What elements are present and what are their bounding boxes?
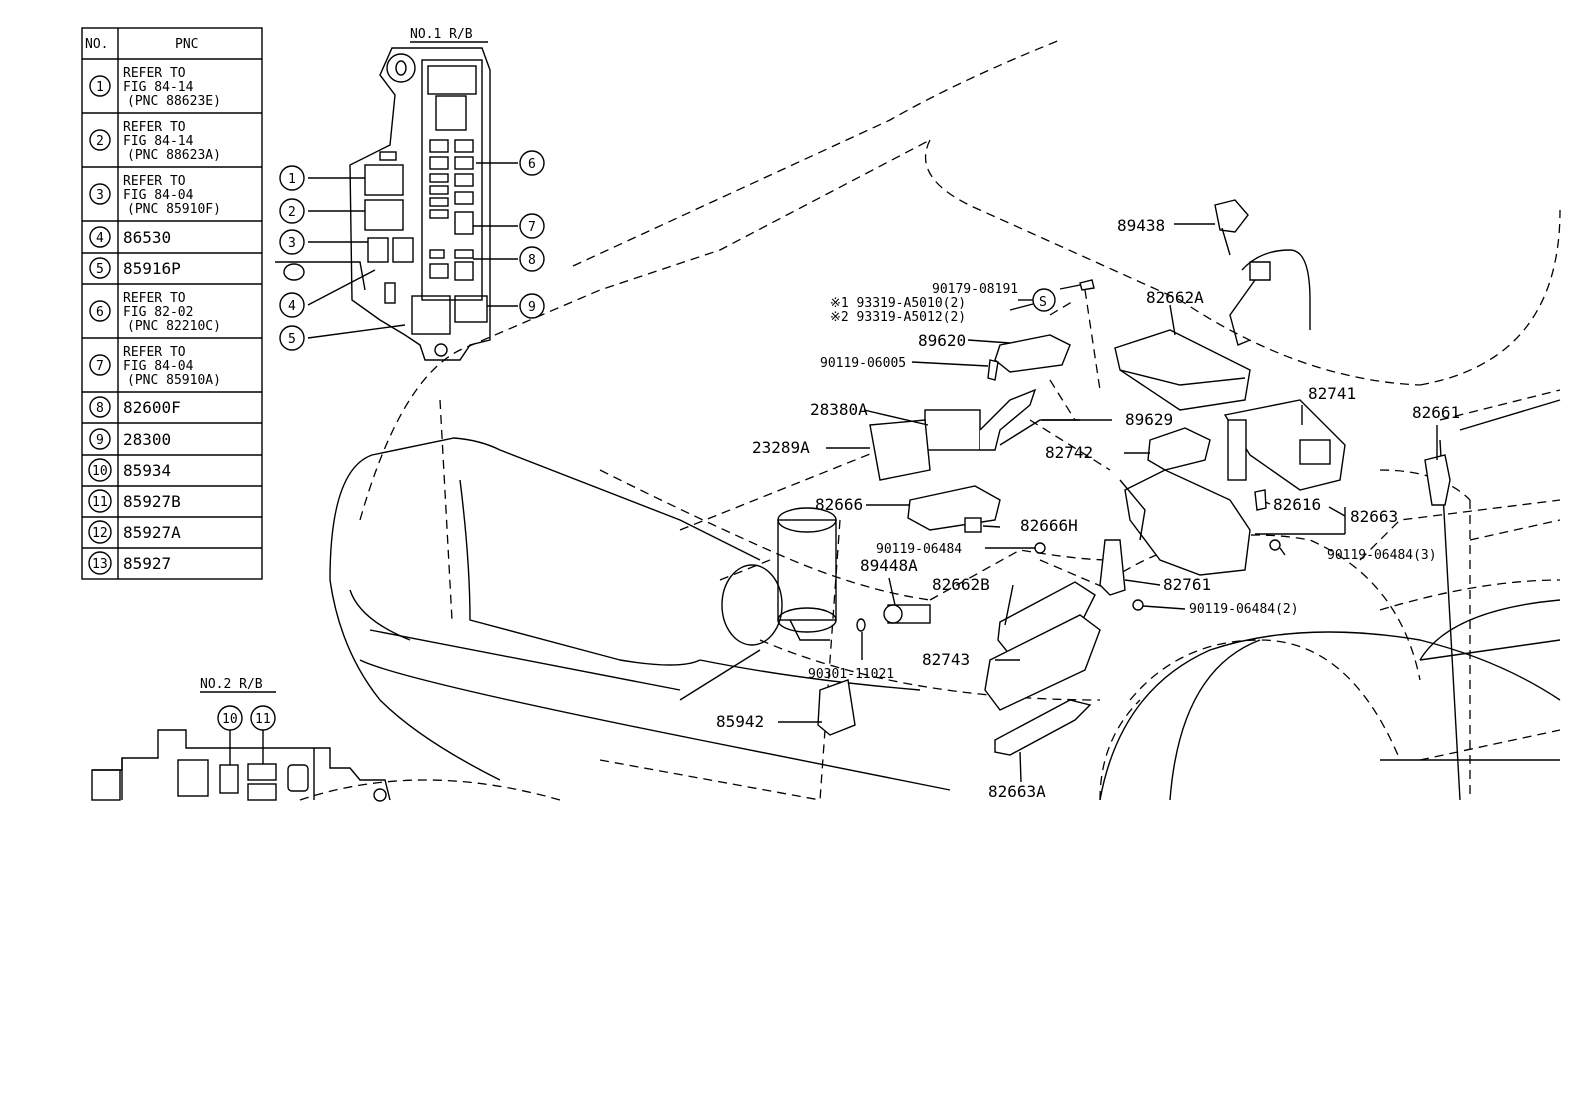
- table-cell: REFER TO: [123, 66, 186, 81]
- callout-label: 9: [528, 300, 536, 315]
- part-label-82616: 82616: [1273, 495, 1321, 514]
- table-cell: 85927A: [123, 523, 181, 542]
- table-cell: FIG 84-14: [123, 134, 194, 149]
- table-row-no: 11: [92, 495, 108, 510]
- table-row-pnc: REFER TO FIG 84-14 (PNC 88623E) REFER TO…: [123, 66, 221, 573]
- parts-shapes: S: [817, 199, 1451, 756]
- table-cell: 86530: [123, 228, 171, 247]
- s-symbol-label: S: [1039, 295, 1047, 310]
- callout-label: 4: [288, 299, 296, 314]
- table-row-no: 12: [92, 526, 108, 541]
- part-label-28380a: 28380A: [810, 400, 868, 419]
- table-cell: (PNC 85910A): [127, 373, 221, 388]
- callout-label: 8: [528, 253, 536, 268]
- table-cell: REFER TO: [123, 345, 186, 360]
- part-label-82742: 82742: [1045, 443, 1093, 462]
- callout-label: 7: [528, 220, 536, 235]
- callout-label: 1: [288, 172, 296, 187]
- part-label-82761: 82761: [1163, 575, 1211, 594]
- table-cell: 85927B: [123, 492, 181, 511]
- table-cell: 28300: [123, 430, 171, 449]
- table-row-no: 6: [96, 305, 104, 320]
- table-cell: FIG 84-04: [123, 188, 194, 203]
- table-cell: FIG 84-04: [123, 359, 194, 374]
- table-cell: 82600F: [123, 398, 181, 417]
- table-row-no: 3: [96, 188, 104, 203]
- relay-block-2: NO.2 R/B 10 11: [91, 677, 391, 802]
- part-label-89438: 89438: [1117, 216, 1165, 235]
- callout-label: 5: [288, 332, 296, 347]
- table-row-no: 13: [92, 557, 108, 572]
- callout-label: 6: [528, 157, 536, 172]
- part-label-82741: 82741: [1308, 384, 1356, 403]
- table-cell: FIG 84-14: [123, 80, 194, 95]
- part-label-93319-a5012: ※2 93319-A5012(2): [830, 310, 966, 325]
- callout-label: 10: [222, 712, 238, 727]
- part-label-89448a: 89448A: [860, 556, 918, 575]
- part-label-89629: 89629: [1125, 410, 1173, 429]
- table-cell: REFER TO: [123, 174, 186, 189]
- part-label-82663: 82663: [1350, 507, 1398, 526]
- table-header-no: NO.: [85, 37, 108, 52]
- part-label-23289a: 23289A: [752, 438, 810, 457]
- table-row-no: 10: [92, 464, 108, 479]
- table-cell: REFER TO: [123, 291, 186, 306]
- table-row-no: 1: [96, 80, 104, 95]
- leader-lines: [778, 223, 1438, 783]
- table-row-no: 9: [96, 433, 104, 448]
- part-label-90119-06484: 90119-06484: [876, 542, 962, 557]
- callout-label: 11: [255, 712, 271, 727]
- table-row-no: 2: [96, 134, 104, 149]
- part-label-90119-06005: 90119-06005: [820, 356, 906, 371]
- table-cell: (PNC 85910F): [127, 202, 221, 217]
- vehicle-outline: [299, 39, 1561, 801]
- part-label-90119-06484-3: 90119-06484(3): [1327, 548, 1437, 563]
- rb1-title: NO.1 R/B: [410, 27, 473, 42]
- table-row-numbers: 1 2 3 4 5 6 7 8 9 10 11 12 13: [88, 75, 112, 575]
- part-label-89620: 89620: [918, 331, 966, 350]
- pnc-table: NO. PNC 1 2 3 4 5 6 7 8 9 10 11 12 13 RE…: [81, 27, 263, 580]
- part-label-85942: 85942: [716, 712, 764, 731]
- part-label-82666h: 82666H: [1020, 516, 1078, 535]
- table-cell: (PNC 82210C): [127, 319, 221, 334]
- table-cell: (PNC 88623E): [127, 94, 221, 109]
- table-row-no: 8: [96, 401, 104, 416]
- table-cell: (PNC 88623A): [127, 148, 221, 163]
- part-labels: 89438 90179-08191 ※1 93319-A5010(2) ※2 9…: [716, 216, 1460, 801]
- part-label-82662a: 82662A: [1146, 288, 1204, 307]
- table-cell: 85934: [123, 461, 171, 480]
- part-label-93319-a5010: ※1 93319-A5010(2): [830, 296, 966, 311]
- table-cell: REFER TO: [123, 120, 186, 135]
- table-row-no: 4: [96, 231, 104, 246]
- part-label-82666: 82666: [815, 495, 863, 514]
- table-cell: FIG 82-02: [123, 305, 193, 320]
- table-header-pnc: PNC: [175, 37, 198, 52]
- part-label-90119-06484-2: 90119-06484(2): [1189, 602, 1299, 617]
- table-cell: 85927: [123, 554, 171, 573]
- table-row-no: 5: [96, 262, 104, 277]
- part-label-82661: 82661: [1412, 403, 1460, 422]
- part-label-90301-11021: 90301-11021: [808, 667, 894, 682]
- part-label-82743: 82743: [922, 650, 970, 669]
- part-label-82663a: 82663A: [988, 782, 1046, 801]
- relay-block-1: NO.1 R/B: [275, 27, 545, 361]
- table-row-no: 7: [96, 359, 104, 374]
- vehicle-body: [329, 399, 1561, 801]
- rb2-title: NO.2 R/B: [200, 677, 263, 692]
- callout-label: 2: [288, 205, 296, 220]
- callout-label: 3: [288, 236, 296, 251]
- part-label-82662b: 82662B: [932, 575, 990, 594]
- part-label-90179: 90179-08191: [932, 282, 1018, 297]
- table-cell: 85916P: [123, 259, 181, 278]
